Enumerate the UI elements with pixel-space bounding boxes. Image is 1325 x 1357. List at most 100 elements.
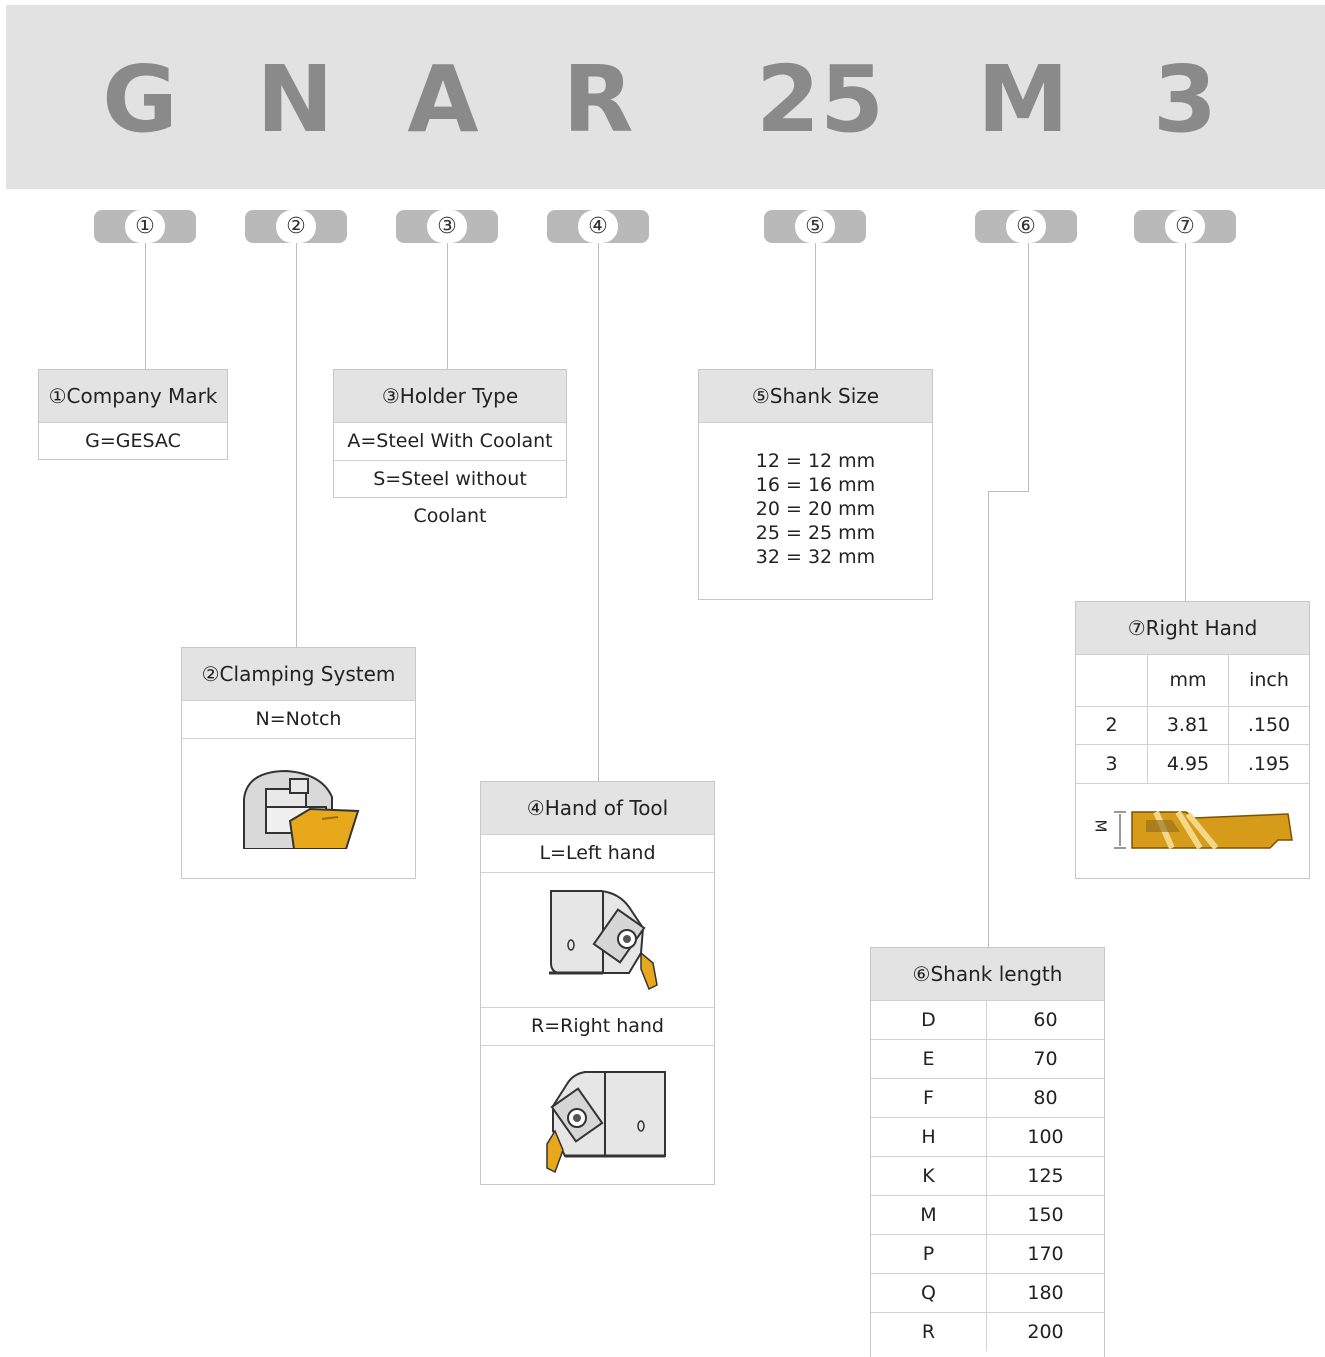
shank-length-row: P 170 [871,1235,1104,1274]
shank-length-code: F [871,1079,987,1117]
shank-length-code: H [871,1118,987,1156]
company-mark-title: ①Company Mark [39,370,227,423]
notch-clamp-image [232,769,362,852]
shank-length-code: M [871,1196,987,1234]
right-hand-illustration [481,1046,714,1184]
shank-length-row: E 70 [871,1040,1104,1079]
shank-length-title: ⑥Shank length [871,948,1104,1001]
shank-size-item: 25 = 25 mm [755,522,876,544]
shank-length-code: K [871,1157,987,1195]
shank-length-mm: 170 [1027,1243,1064,1265]
shank-length-mm: 200 [1027,1321,1064,1343]
clamping-system-box: ②Clamping System N=Notch [181,647,416,879]
badge-4: ④ [578,210,618,243]
right-hand-title: ⑦Right Hand [1076,602,1309,655]
pill-5: ⑤ [764,210,866,243]
connector-3 [447,243,448,369]
right-hand-code: 3 [1076,745,1148,783]
right-hand-header-row: mm inch [1076,655,1309,707]
shank-length-row: D 60 [871,1001,1104,1040]
shank-length-mm: 80 [1033,1087,1058,1109]
badge-1: ① [125,210,165,243]
holder-type-row-a: A=Steel With Coolant [334,423,566,461]
hand-of-tool-title: ④Hand of Tool [481,782,714,835]
pill-7: ⑦ [1134,210,1236,243]
shank-length-mm: 100 [1027,1126,1064,1148]
shank-length-code: P [871,1235,987,1273]
right-hand-inch: .150 [1247,714,1291,736]
pill-2: ② [245,210,347,243]
shank-size-item: 32 = 32 mm [755,546,876,568]
connector-7 [1185,243,1186,601]
shank-length-row: R 200 [871,1313,1104,1351]
code-letter-1: G [102,46,178,153]
right-hand-row: 2 3.81 .150 [1076,707,1309,745]
connector-6a [1028,243,1029,491]
connector-6b [988,491,1029,492]
shank-size-item: 20 = 20 mm [755,498,876,520]
shank-length-mm: 70 [1033,1048,1058,1070]
right-hand-inch: .195 [1247,753,1291,775]
shank-length-mm: 180 [1027,1282,1064,1304]
code-header [6,5,1325,189]
shank-size-box: ⑤Shank Size 12 = 12 mm 16 = 16 mm 20 = 2… [698,369,933,600]
shank-length-code: Q [871,1274,987,1312]
shank-length-row: K 125 [871,1157,1104,1196]
code-letter-2: N [256,46,334,153]
connector-1 [145,243,146,369]
badge-7: ⑦ [1165,210,1205,243]
pill-3: ③ [396,210,498,243]
right-hand-header-inch: inch [1249,669,1289,691]
shank-length-mm: 150 [1027,1204,1064,1226]
shank-length-code: D [871,1001,987,1039]
dimension-label: M [1091,819,1110,833]
badge-2: ② [276,210,316,243]
code-letter-7: 3 [1152,46,1217,153]
clamping-illustration [182,739,415,879]
shank-length-code: R [871,1313,987,1351]
connector-5 [815,243,816,369]
connector-6c [988,491,989,947]
right-hand-code: 2 [1076,707,1148,744]
shank-size-list: 12 = 12 mm 16 = 16 mm 20 = 20 mm 25 = 25… [699,423,932,569]
grooving-insert-image [1114,810,1293,850]
pill-6: ⑥ [975,210,1077,243]
shank-length-code: E [871,1040,987,1078]
company-mark-box: ①Company Mark G=GESAC [38,369,228,460]
right-hand-box: ⑦Right Hand mm inch 2 3.81 .150 3 4.95 .… [1075,601,1310,879]
shank-length-mm: 60 [1033,1009,1058,1031]
holder-type-box: ③Holder Type A=Steel With Coolant S=Stee… [333,369,567,527]
shank-length-row: F 80 [871,1079,1104,1118]
code-letter-4: R [562,46,634,153]
holder-type-title: ③Holder Type [334,370,566,423]
shank-size-title: ⑤Shank Size [699,370,932,423]
hand-of-tool-box: ④Hand of Tool L=Left hand R=Right hand [480,781,715,1185]
right-hand-mm: 3.81 [1148,707,1229,744]
code-letter-3: A [407,46,479,153]
shank-length-row: M 150 [871,1196,1104,1235]
code-letter-5: 25 [755,46,885,153]
right-hand-header-blank [1076,655,1148,706]
clamping-system-row: N=Notch [182,701,415,739]
code-letter-6: M [977,46,1069,153]
right-hand-mm: 4.95 [1148,745,1229,783]
left-hand-tool-image [549,890,658,991]
shank-length-row: H 100 [871,1118,1104,1157]
shank-length-mm: 125 [1027,1165,1064,1187]
right-hand-row: 3 4.95 .195 [1076,745,1309,784]
shank-size-item: 12 = 12 mm [755,450,876,472]
shank-size-item: 16 = 16 mm [755,474,876,496]
badge-6: ⑥ [1006,210,1046,243]
pill-1: ① [94,210,196,243]
badge-5: ⑤ [795,210,835,243]
right-hand-header-mm: mm [1148,655,1229,706]
pill-4: ④ [547,210,649,243]
hand-right-label: R=Right hand [481,1008,714,1046]
left-hand-illustration [481,873,714,1008]
right-hand-tool-image [546,1071,666,1174]
insert-illustration: M [1076,784,1309,880]
connector-4 [598,243,599,781]
hand-left-label: L=Left hand [481,835,714,873]
